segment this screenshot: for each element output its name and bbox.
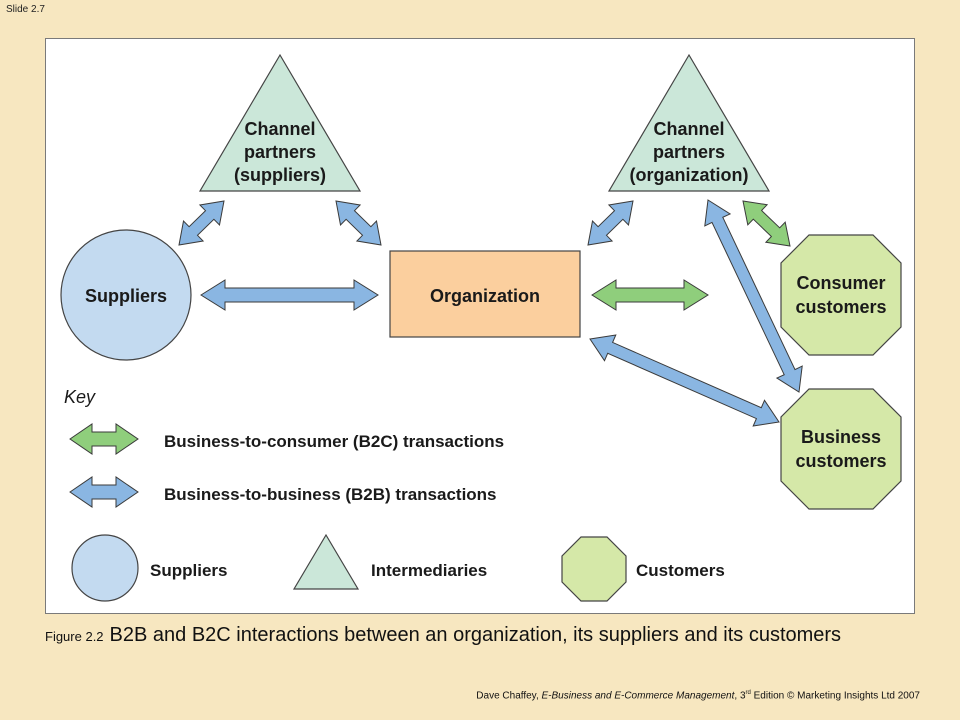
slide-number: Slide 2.7 [6, 4, 45, 15]
arrow-layer [69, 199, 803, 508]
suppliers-label: Suppliers [85, 286, 167, 306]
footer-edition: , 3 [734, 690, 746, 702]
key-intermediaries-triangle [292, 533, 360, 590]
key-intermediaries-label: Intermediaries [371, 561, 487, 580]
suppliers-circle [60, 229, 192, 361]
key-customers-label: Customers [636, 561, 725, 580]
footer-rest: Edition © Marketing Insights Ltd 2007 [750, 690, 920, 702]
channel-organization-line1: Channel [653, 119, 724, 139]
arrow-organization-consumer-customers [591, 279, 709, 311]
channel-organization-line3: (organization) [630, 165, 749, 185]
consumer-customers-line1: Consumer [796, 273, 885, 293]
key-suppliers-label: Suppliers [150, 561, 227, 580]
diagram-figure: Channel partners (suppliers) Channel par… [45, 38, 915, 614]
business-customers-octagon [780, 388, 902, 510]
copyright-footer: Dave Chaffey, E-Business and E-Commerce … [476, 690, 920, 701]
figure-caption-text: B2B and B2C interactions between an orga… [109, 624, 842, 646]
key-b2b-arrow [69, 476, 139, 508]
business-customers-line1: Business [801, 427, 881, 447]
key-suppliers-circle [71, 534, 139, 602]
footer-author: Dave Chaffey, [476, 690, 542, 702]
key-b2b-label: Business-to-business (B2B) transactions [164, 485, 497, 504]
arrow-organization-business-customers [589, 334, 780, 427]
channel-suppliers-line1: Channel [244, 119, 315, 139]
consumer-customers-line2: customers [795, 297, 886, 317]
channel-organization-line2: partners [653, 142, 725, 162]
arrow-channel-organization-to-business-customers [704, 199, 803, 393]
channel-partners-organization-triangle [607, 53, 771, 192]
business-customers-line2: customers [795, 451, 886, 471]
channel-partners-suppliers-triangle [198, 53, 362, 192]
figure-label: Figure 2.2 [45, 629, 104, 644]
diagram-canvas: Channel partners (suppliers) Channel par… [60, 53, 902, 602]
organization-label: Organization [430, 286, 540, 306]
arrow-channel-suppliers-to-organization [335, 200, 382, 246]
consumer-customers-octagon [780, 234, 902, 356]
footer-edition-suffix: rd [745, 690, 751, 696]
channel-suppliers-line3: (suppliers) [234, 165, 326, 185]
arrow-channel-organization-to-consumer-customers [742, 200, 791, 247]
key-b2c-arrow [69, 423, 139, 455]
channel-suppliers-line2: partners [244, 142, 316, 162]
organization-box [389, 250, 581, 338]
arrow-suppliers-organization [200, 279, 379, 311]
figure-caption: Figure 2.2 B2B and B2C interactions betwe… [45, 621, 905, 651]
key-customers-octagon [561, 536, 627, 602]
footer-book-title: E-Business and E-Commerce Management [541, 690, 735, 702]
key-title: Key [64, 387, 96, 407]
arrow-organization-to-channel-organization [587, 200, 634, 246]
key-b2c-label: Business-to-consumer (B2C) transactions [164, 432, 504, 451]
arrow-suppliers-to-channel-suppliers [178, 200, 225, 246]
